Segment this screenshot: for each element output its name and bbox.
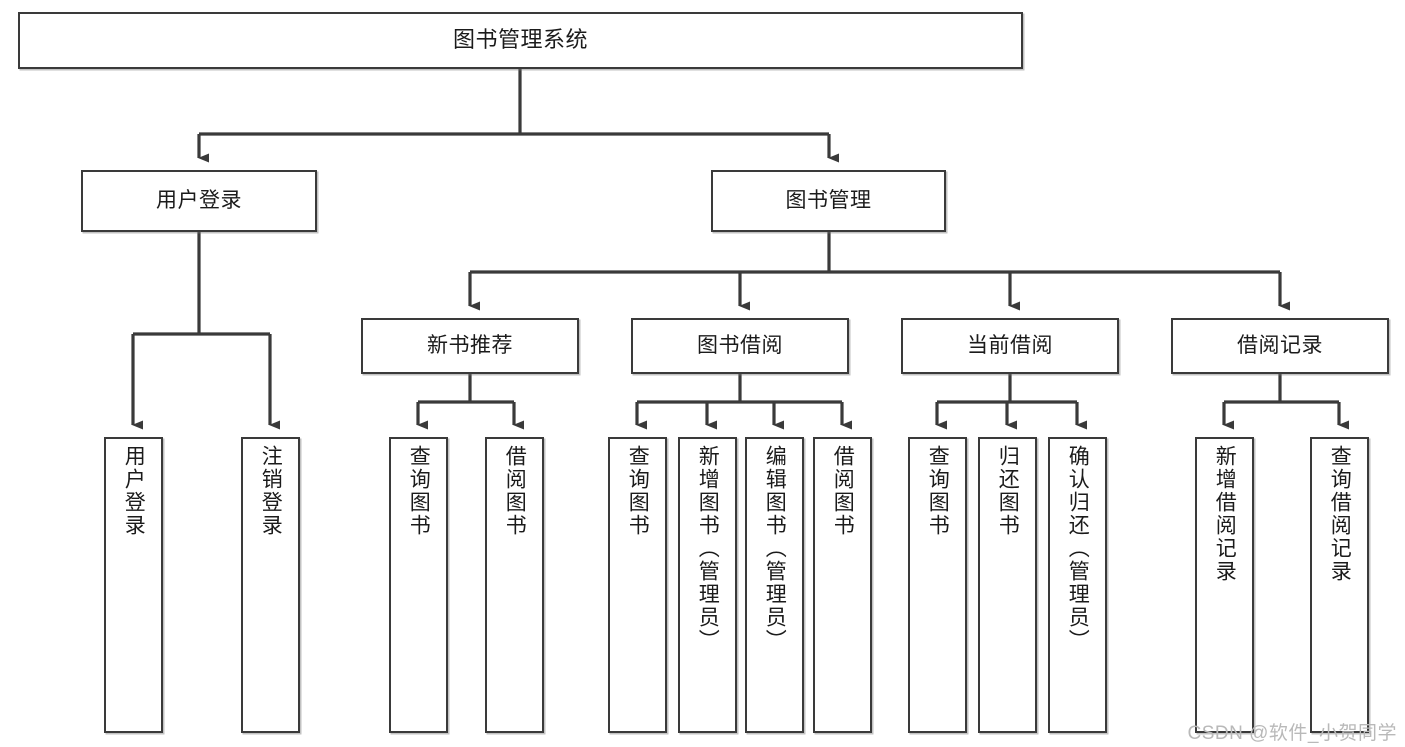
node-book-borrow[interactable]: 图书借阅	[631, 318, 849, 374]
node-leaf-confirm-return-label: 确认归还（管理员）	[1066, 445, 1090, 652]
node-book-manage-label: 图书管理	[785, 189, 872, 213]
node-leaf-query-book-1[interactable]: 查询图书	[389, 437, 448, 733]
node-leaf-query-book-2[interactable]: 查询图书	[608, 437, 667, 733]
node-leaf-confirm-return[interactable]: 确认归还（管理员）	[1048, 437, 1107, 733]
node-leaf-user-login-label: 用户登录	[122, 445, 146, 537]
node-root[interactable]: 图书管理系统	[18, 12, 1023, 69]
node-leaf-query-book-3[interactable]: 查询图书	[908, 437, 967, 733]
node-leaf-add-book[interactable]: 新增图书（管理员）	[678, 437, 737, 733]
node-leaf-query-record-label: 查询借阅记录	[1328, 445, 1352, 583]
node-leaf-borrow-book-2-label: 借阅图书	[831, 445, 855, 537]
node-book-borrow-label: 图书借阅	[697, 334, 783, 358]
node-leaf-add-record[interactable]: 新增借阅记录	[1195, 437, 1254, 733]
node-leaf-borrow-book-1[interactable]: 借阅图书	[485, 437, 544, 733]
node-borrow-record[interactable]: 借阅记录	[1171, 318, 1389, 374]
node-current-borrow-label: 当前借阅	[967, 334, 1053, 358]
node-new-book-recommend[interactable]: 新书推荐	[361, 318, 579, 374]
node-leaf-query-book-1-label: 查询图书	[407, 445, 431, 537]
node-leaf-borrow-book-1-label: 借阅图书	[503, 445, 527, 537]
node-leaf-user-logout-label: 注销登录	[259, 445, 283, 537]
node-leaf-user-login[interactable]: 用户登录	[104, 437, 163, 733]
node-book-manage[interactable]: 图书管理	[711, 170, 946, 232]
node-leaf-add-book-label: 新增图书（管理员）	[696, 445, 720, 652]
node-leaf-add-record-label: 新增借阅记录	[1213, 445, 1237, 583]
node-leaf-edit-book[interactable]: 编辑图书（管理员）	[745, 437, 804, 733]
node-root-label: 图书管理系统	[452, 27, 588, 53]
node-user-login-label: 用户登录	[156, 189, 242, 213]
node-user-login[interactable]: 用户登录	[81, 170, 317, 232]
node-leaf-query-record[interactable]: 查询借阅记录	[1310, 437, 1369, 733]
node-leaf-query-book-2-label: 查询图书	[626, 445, 650, 537]
node-leaf-query-book-3-label: 查询图书	[926, 445, 950, 537]
node-leaf-return-book[interactable]: 归还图书	[978, 437, 1037, 733]
node-borrow-record-label: 借阅记录	[1237, 334, 1323, 358]
node-current-borrow[interactable]: 当前借阅	[901, 318, 1119, 374]
node-new-book-recommend-label: 新书推荐	[427, 334, 513, 358]
node-leaf-return-book-label: 归还图书	[996, 445, 1020, 537]
node-leaf-borrow-book-2[interactable]: 借阅图书	[813, 437, 872, 733]
node-leaf-edit-book-label: 编辑图书（管理员）	[763, 445, 787, 652]
watermark: CSDN @软件_小贺同学	[1187, 723, 1397, 744]
node-leaf-user-logout[interactable]: 注销登录	[241, 437, 300, 733]
